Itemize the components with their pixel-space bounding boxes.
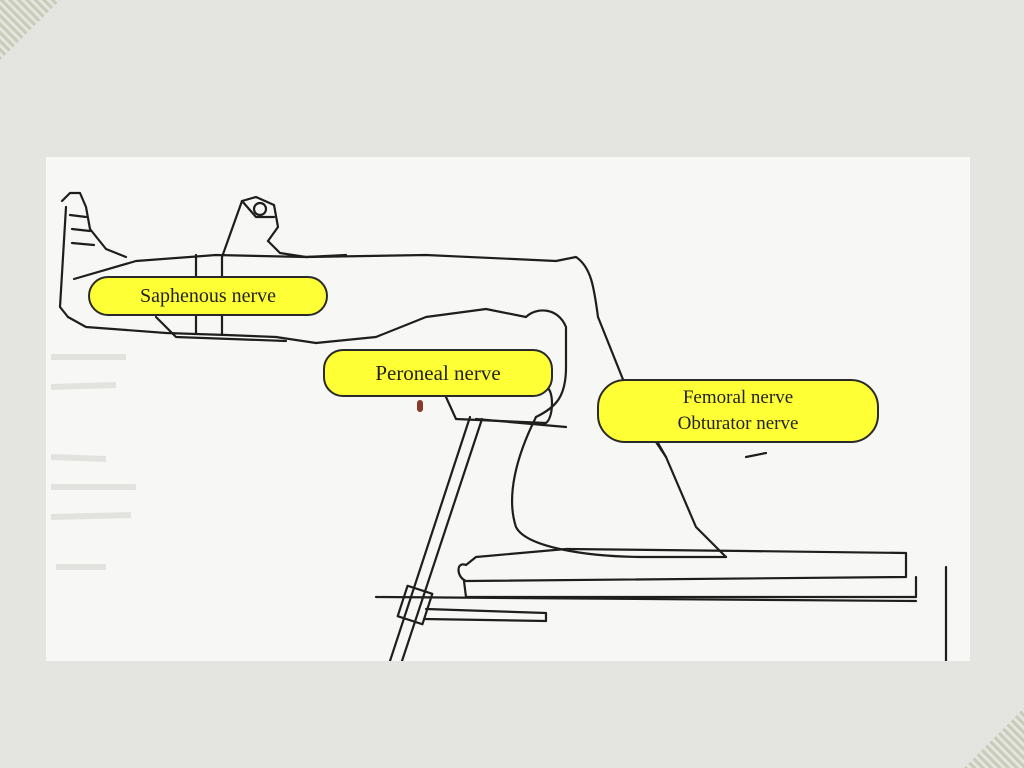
femoral-nerve-text: Femoral nerve: [682, 387, 794, 408]
obturator-nerve-text: Obturator nerve: [677, 413, 799, 434]
saphenous-nerve-text: Saphenous nerve: [139, 285, 277, 307]
peroneal-nerve-text: Peroneal nerve: [375, 361, 501, 385]
femoral-obturator-nerve-label: Femoral nerve Obturator nerve: [597, 379, 879, 443]
corner-decoration-top-left: [0, 0, 60, 60]
pointer-marker: [417, 400, 423, 412]
peroneal-nerve-label: Peroneal nerve: [323, 349, 553, 397]
corner-decoration-bottom-right: [964, 708, 1024, 768]
saphenous-nerve-label: Saphenous nerve: [88, 276, 328, 316]
